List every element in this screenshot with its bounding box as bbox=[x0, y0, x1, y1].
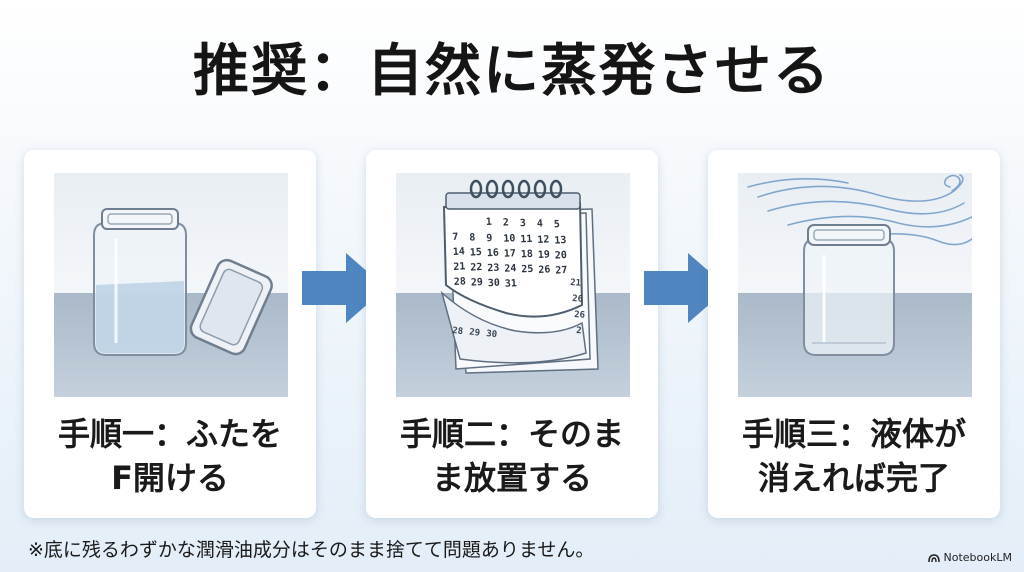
step-2-line-2: ま放置する bbox=[431, 459, 592, 497]
calendar-day-number: 2 bbox=[503, 217, 510, 228]
slide-title: 推奨：自然に蒸発させる bbox=[193, 39, 831, 104]
open-jar-illustration bbox=[54, 173, 288, 397]
calendar-day-number: 9 bbox=[486, 233, 493, 244]
step-2-line-1: 手順二：そのま bbox=[399, 415, 624, 453]
calendar-day-number: 14 bbox=[453, 246, 466, 258]
step-3-line-2: 消えれば完了 bbox=[757, 459, 950, 497]
calendar-day-number: 28 bbox=[454, 276, 467, 288]
calendar-day-number: 13 bbox=[554, 235, 567, 247]
calendar-day-number: 3 bbox=[520, 218, 527, 229]
calendar-day-number: 8 bbox=[469, 232, 476, 243]
calendar-day-number: 1 bbox=[486, 217, 493, 228]
calendar-day-number: 10 bbox=[503, 233, 516, 245]
calendar-day-number: 11 bbox=[520, 234, 533, 246]
calendar-day-number: 5 bbox=[554, 219, 561, 230]
step-3-line-1: 手順三：液体が bbox=[741, 415, 966, 453]
step-card-3: 手順三：液体が 消えれば完了 bbox=[708, 150, 1000, 518]
calendar-side-day-number: 2 bbox=[576, 326, 582, 336]
brand-watermark: NotebookLM bbox=[927, 551, 1012, 564]
calendar-day-number: 18 bbox=[521, 249, 534, 261]
step-caption-3: 手順三：液体が 消えれば完了 bbox=[716, 412, 992, 500]
footnote: ※底に残るわずかな潤滑油成分はそのまま捨てて問題ありません。 bbox=[28, 539, 595, 561]
step-1-line-1: 手順一：ふたを bbox=[57, 415, 282, 453]
calendar-day-number: 31 bbox=[505, 278, 518, 290]
calendar-day-number: 29 bbox=[471, 277, 484, 289]
calendar-day-number: 30 bbox=[488, 278, 501, 290]
step-card-1: 手順一：ふたを F開ける bbox=[24, 150, 316, 518]
empty-jar-illustration bbox=[738, 173, 972, 397]
step-caption-1: 手順一：ふたを F開ける bbox=[32, 412, 308, 500]
calendar-back-day-number: 30 bbox=[486, 329, 498, 340]
right-arrow-icon bbox=[644, 253, 728, 323]
calendar-day-number: 27 bbox=[555, 265, 568, 277]
calendar-day-number: 21 bbox=[453, 261, 466, 273]
calendar-day-number: 19 bbox=[538, 249, 551, 261]
step-caption-2: 手順二：そのま ま放置する bbox=[374, 412, 650, 500]
calendar-day-number: 24 bbox=[504, 263, 517, 275]
calendar-day-number: 17 bbox=[504, 248, 517, 260]
calendar-day-number: 22 bbox=[470, 262, 483, 274]
calendar-day-number: 7 bbox=[452, 232, 459, 243]
calendar-side-day-number: 26 bbox=[572, 294, 584, 305]
calendar-day-number: 16 bbox=[487, 248, 500, 260]
brand-name: NotebookLM bbox=[943, 551, 1012, 564]
calendar-side-day-number: 26 bbox=[574, 310, 586, 321]
calendar-back-day-number: 28 bbox=[452, 326, 464, 337]
notebooklm-logo-icon bbox=[927, 553, 940, 562]
calendar-day-number: 12 bbox=[537, 234, 550, 246]
calendar-side-day-number: 21 bbox=[570, 278, 582, 289]
calendar-day-number: 26 bbox=[538, 264, 551, 276]
calendar-day-number: 20 bbox=[555, 250, 568, 262]
calendar-day-number: 4 bbox=[537, 218, 544, 229]
calendar-day-number: 23 bbox=[487, 263, 500, 275]
right-arrow-icon bbox=[302, 253, 386, 323]
calendar-back-day-number: 29 bbox=[469, 328, 481, 339]
calendar-day-number: 25 bbox=[521, 264, 534, 276]
step-1-line-2: F開ける bbox=[111, 459, 229, 497]
calendar-day-number: 15 bbox=[470, 247, 483, 259]
